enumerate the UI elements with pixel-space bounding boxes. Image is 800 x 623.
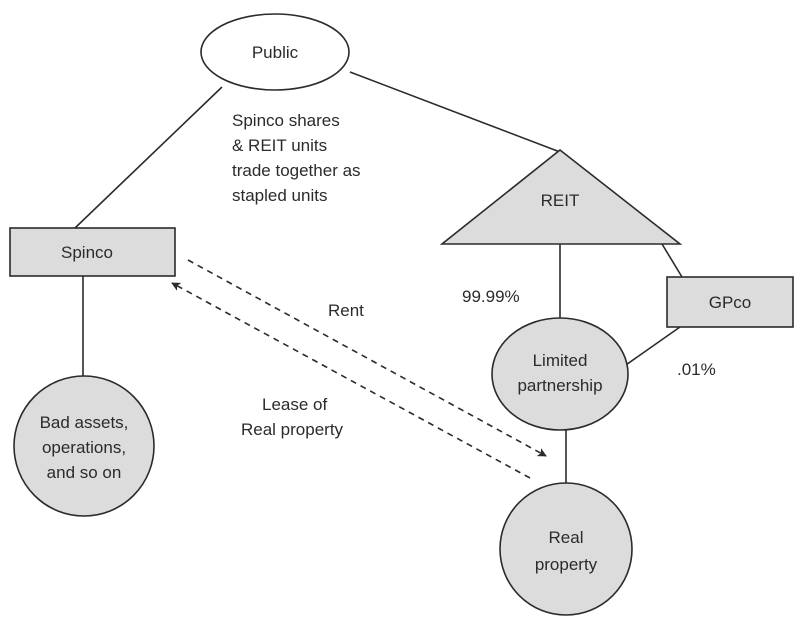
bad-assets-line-2: operations, (42, 438, 126, 457)
limited-partnership-line-1: Limited (533, 351, 588, 370)
stapled-note-line-3: trade together as (232, 161, 361, 180)
real-property-line-1: Real (549, 528, 584, 547)
rent-label: Rent (328, 301, 364, 320)
connector-lines (74, 71, 683, 483)
stapled-note-line-2: & REIT units (232, 136, 327, 155)
spinco-label: Spinco (61, 243, 113, 262)
rent-arrow (187, 259, 547, 457)
public-label: Public (252, 43, 299, 62)
lease-label-line-2: Real property (241, 420, 344, 439)
lease-label-line-1: Lease of (262, 395, 327, 414)
line-gpco-lp (622, 326, 681, 368)
reit-ownership-label: 99.99% (462, 287, 520, 306)
bad-assets-line-1: Bad assets, (40, 413, 129, 432)
gpco-node (666, 276, 794, 328)
lease-arrow (171, 282, 531, 479)
real-property-line-2: property (535, 555, 598, 574)
line-reit-gpco (661, 243, 683, 278)
line-public-spinco (74, 86, 223, 229)
gpco-label: GPco (709, 293, 752, 312)
spinco-node (9, 227, 176, 277)
reit-label: REIT (541, 191, 580, 210)
limited-partnership-line-2: partnership (517, 376, 602, 395)
public-node (200, 13, 350, 91)
stapled-units-note: Spinco shares & REIT units trade togethe… (232, 111, 361, 205)
real-property-node (499, 482, 633, 616)
line-public-reit (349, 71, 561, 153)
gpco-ownership-label: .01% (677, 360, 716, 379)
stapled-note-line-1: Spinco shares (232, 111, 340, 130)
bad-assets-line-3: and so on (47, 463, 122, 482)
limited-partnership-node (491, 317, 629, 431)
flow-arrows (171, 259, 547, 479)
reit-node (439, 148, 683, 245)
stapled-note-line-4: stapled units (232, 186, 327, 205)
bad-assets-node (13, 375, 155, 517)
